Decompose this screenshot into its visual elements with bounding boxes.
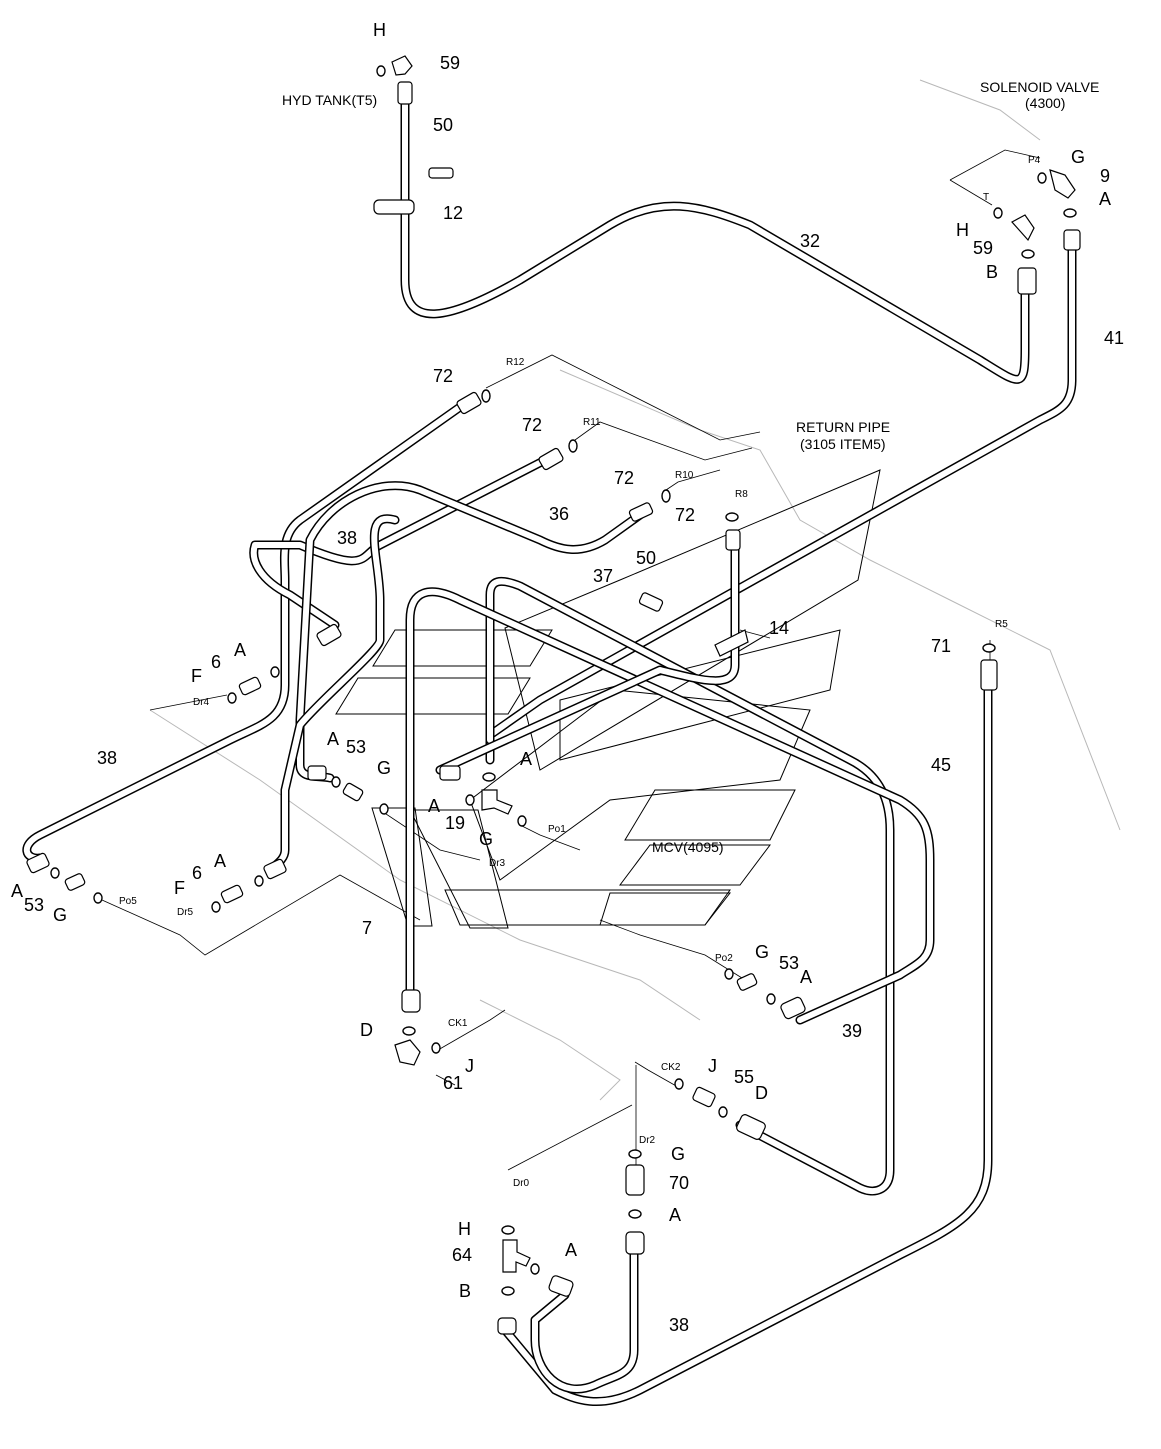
connection-letter: A xyxy=(428,796,440,816)
connection-letter: G xyxy=(671,1144,685,1164)
annotation-labels: HYD TANK(T5) SOLENOID VALVE (4300) RETUR… xyxy=(282,79,1099,855)
connection-letter: A xyxy=(520,749,532,769)
part-number: 72 xyxy=(675,505,695,525)
part-number: 9 xyxy=(1100,166,1110,186)
part-number: 53 xyxy=(24,895,44,915)
part-number: 36 xyxy=(549,504,569,524)
part-number: 53 xyxy=(779,953,799,973)
part-number: 50 xyxy=(433,115,453,135)
letter-labels: H G A H B A F A G A A G A F A G G A D J … xyxy=(11,20,1111,1301)
part-number: 71 xyxy=(931,636,951,656)
part-number: 53 xyxy=(346,737,366,757)
part-number: 7 xyxy=(362,918,372,938)
connection-letter: F xyxy=(174,878,185,898)
part-number: 19 xyxy=(445,813,465,833)
connection-letter: G xyxy=(479,829,493,849)
part-number: 32 xyxy=(800,231,820,251)
part-number: 72 xyxy=(522,415,542,435)
connection-letter: G xyxy=(755,942,769,962)
part-number: 38 xyxy=(97,748,117,768)
mcv-label: MCV(4095) xyxy=(652,839,724,855)
connection-letter: A xyxy=(214,851,226,871)
connection-letter: A xyxy=(1099,189,1111,209)
connection-letter: D xyxy=(360,1020,373,1040)
part-number: 6 xyxy=(211,652,221,672)
port-label: Po1 xyxy=(548,824,566,835)
part-number: 72 xyxy=(433,366,453,386)
connection-letter: F xyxy=(191,666,202,686)
part-number: 59 xyxy=(440,53,460,73)
connection-letter: H xyxy=(373,20,386,40)
port-label: Dr5 xyxy=(177,907,194,918)
connection-letter: H xyxy=(458,1219,471,1239)
connection-letter: J xyxy=(708,1056,717,1076)
part-number-labels: 59 50 12 32 9 59 41 72 72 72 72 36 38 37… xyxy=(24,53,1124,1335)
return-pipe-label: RETURN PIPE xyxy=(796,419,890,435)
fittings xyxy=(26,55,1081,1335)
background-outline xyxy=(149,79,1121,1101)
connection-letter: A xyxy=(800,967,812,987)
port-label: Dr0 xyxy=(513,1178,530,1189)
part-number: 12 xyxy=(443,203,463,223)
part-number: 45 xyxy=(931,755,951,775)
part-number: 70 xyxy=(669,1173,689,1193)
part-number: 6 xyxy=(192,863,202,883)
port-label: R12 xyxy=(506,357,525,368)
port-label: CK2 xyxy=(661,1062,681,1073)
part-number: 50 xyxy=(636,548,656,568)
connection-letter: G xyxy=(53,905,67,925)
port-label: CK1 xyxy=(448,1018,468,1029)
part-number: 38 xyxy=(669,1315,689,1335)
hoses xyxy=(22,90,1077,1407)
part-number: 41 xyxy=(1104,328,1124,348)
part-number: 59 xyxy=(973,238,993,258)
connection-letter: A xyxy=(669,1205,681,1225)
part-number: 61 xyxy=(443,1073,463,1093)
connection-letter: A xyxy=(234,640,246,660)
port-label: Po5 xyxy=(119,896,137,907)
connection-letter: A xyxy=(565,1240,577,1260)
part-number: 37 xyxy=(593,566,613,586)
part-number: 14 xyxy=(769,618,789,638)
port-label: P4 xyxy=(1028,155,1041,166)
part-number: 72 xyxy=(614,468,634,488)
port-label: T xyxy=(983,192,989,203)
part-number: 38 xyxy=(337,528,357,548)
solenoid-valve-label: SOLENOID VALVE xyxy=(980,79,1099,95)
part-number: 64 xyxy=(452,1245,472,1265)
connection-letter: D xyxy=(755,1083,768,1103)
port-label: R5 xyxy=(995,619,1008,630)
leader-lines xyxy=(101,149,1041,1171)
connection-letter: G xyxy=(377,758,391,778)
connection-letter: J xyxy=(465,1056,474,1076)
connection-letter: H xyxy=(956,220,969,240)
port-label: Po2 xyxy=(715,953,733,964)
port-labels: P4 T R12 R11 R10 R8 R5 Dr4 Dr5 Dr3 Dr2 D… xyxy=(119,155,1041,1189)
connection-letter: A xyxy=(11,881,23,901)
port-label: R11 xyxy=(583,417,601,428)
solenoid-valve-code: (4300) xyxy=(1025,95,1065,111)
hyd-tank-label: HYD TANK(T5) xyxy=(282,92,377,108)
port-label: Dr3 xyxy=(489,858,506,869)
connection-letter: B xyxy=(986,262,998,282)
port-label: Dr2 xyxy=(639,1135,656,1146)
port-label: R10 xyxy=(675,470,694,481)
connection-letter: B xyxy=(459,1281,471,1301)
part-number: 55 xyxy=(734,1067,754,1087)
connection-letter: A xyxy=(327,729,339,749)
port-label: R8 xyxy=(735,489,748,500)
part-number: 39 xyxy=(842,1021,862,1041)
port-label: Dr4 xyxy=(193,697,210,708)
connection-letter: G xyxy=(1071,147,1085,167)
return-pipe-code: (3105 ITEM5) xyxy=(800,436,886,452)
